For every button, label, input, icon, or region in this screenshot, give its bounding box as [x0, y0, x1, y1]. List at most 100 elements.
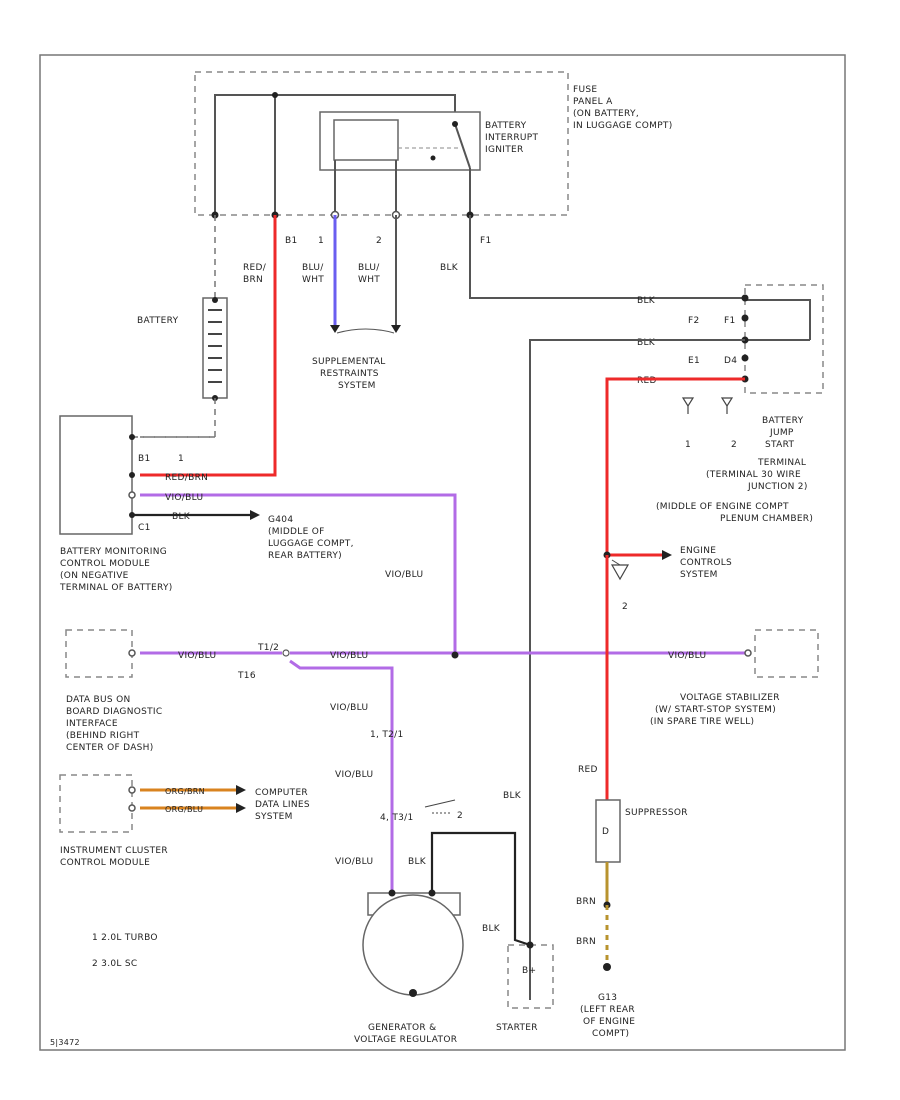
vio-vert3: VIO/BLU — [335, 857, 373, 867]
pin-2-label: 2 — [376, 236, 382, 246]
svg-text:GENERATOR &: GENERATOR & — [368, 1023, 436, 1033]
jump-start-terminal-box — [744, 284, 824, 394]
svg-text:PLENUM CHAMBER): PLENUM CHAMBER) — [720, 514, 813, 524]
brn1-label: BRN — [576, 897, 596, 907]
brn2-label: BRN — [576, 937, 596, 947]
wire-red-brn — [140, 215, 277, 477]
svg-text:INSTRUMENT CLUSTER: INSTRUMENT CLUSTER — [60, 846, 168, 856]
svg-text:COMPT): COMPT) — [592, 1029, 629, 1039]
ground-g404 — [250, 510, 260, 520]
engine-num: 2 — [622, 602, 628, 612]
bmcm-wire1-label: RED/BRN — [165, 473, 208, 483]
wire-blk-top — [469, 215, 745, 299]
svg-text:IGNITER: IGNITER — [485, 145, 524, 155]
fuse-panel-label: FUSE PANEL A (ON BATTERY, IN LUGGAGE COM… — [573, 85, 672, 131]
starter-b-plus: B+ — [522, 966, 536, 976]
jump-start-label: BATTERY JUMP START TERMINAL (TERMINAL 30… — [656, 416, 813, 524]
svg-text:INTERFACE: INTERFACE — [66, 719, 118, 729]
t16-label: T16 — [237, 671, 256, 681]
svg-text:CONTROL MODULE: CONTROL MODULE — [60, 858, 150, 868]
instrument-cluster-label: INSTRUMENT CLUSTER CONTROL MODULE — [60, 846, 168, 868]
svg-text:TERMINAL: TERMINAL — [757, 458, 806, 468]
g404-label: G404 (MIDDLE OF LUGGAGE COMPT, REAR BATT… — [268, 515, 353, 561]
svg-text:(BEHIND RIGHT: (BEHIND RIGHT — [66, 731, 140, 741]
data-bus-label: DATA BUS ON BOARD DIAGNOSTIC INTERFACE (… — [66, 695, 162, 753]
svg-text:WHT: WHT — [302, 275, 324, 285]
svg-text:WHT: WHT — [358, 275, 380, 285]
svg-text:1: 1 — [685, 440, 691, 450]
svg-text:DATA BUS ON: DATA BUS ON — [66, 695, 131, 705]
svg-text:2 3.0L SC: 2 3.0L SC — [92, 959, 137, 969]
suppressor-d: D — [602, 827, 609, 837]
igniter-element — [333, 119, 399, 161]
pin-e1: E1 — [688, 356, 700, 366]
svg-text:JUNCTION 2): JUNCTION 2) — [747, 482, 808, 492]
wire-blk-generator — [430, 831, 531, 947]
engine-controls-label: ENGINE CONTROLS SYSTEM — [680, 546, 732, 580]
wire-red-jump — [605, 377, 745, 555]
svg-text:COMPUTER: COMPUTER — [255, 788, 308, 798]
svg-text:(W/ START-STOP SYSTEM): (W/ START-STOP SYSTEM) — [655, 705, 776, 715]
bmcm-wire3-label: BLK — [172, 512, 191, 522]
wire-red-brn-label: RED/ BRN — [243, 263, 267, 285]
figure-code: 5|3472 — [50, 1038, 80, 1047]
svg-text:CONTROLS: CONTROLS — [680, 558, 732, 568]
svg-text:(IN SPARE TIRE WELL): (IN SPARE TIRE WELL) — [650, 717, 754, 727]
databus-wire1-label: VIO/BLU — [178, 651, 216, 661]
t3-label: 4, T3/1 — [380, 813, 414, 823]
svg-text:VOLTAGE STABILIZER: VOLTAGE STABILIZER — [680, 693, 780, 703]
svg-text:(MIDDLE OF ENGINE COMPT: (MIDDLE OF ENGINE COMPT — [656, 502, 789, 512]
svg-text:2: 2 — [731, 440, 737, 450]
pin-b1-label: B1 — [285, 236, 298, 246]
svg-text:BRN: BRN — [243, 275, 263, 285]
igniter-switch — [454, 123, 471, 169]
srs-label: SUPPLEMENTAL RESTRAINTS SYSTEM — [312, 357, 385, 391]
svg-text:1 2.0L TURBO: 1 2.0L TURBO — [92, 933, 158, 943]
databus-pin-label: T1/2 — [257, 643, 279, 653]
svg-text:OF ENGINE: OF ENGINE — [583, 1017, 635, 1027]
ic-wire2-label: ORG/BLU — [165, 805, 203, 814]
t2-label: 1, T2/1 — [370, 730, 404, 740]
svg-text:FUSE: FUSE — [573, 85, 597, 95]
svg-text:VOLTAGE REGULATOR: VOLTAGE REGULATOR — [354, 1035, 457, 1045]
svg-text:(ON BATTERY,: (ON BATTERY, — [573, 109, 639, 119]
wire-blk-starter-main — [529, 339, 745, 1000]
pin-after-t3: 2 — [457, 811, 463, 821]
svg-text:BLU/: BLU/ — [358, 263, 380, 273]
bmcm-label: BATTERY MONITORING CONTROL MODULE (ON NE… — [59, 547, 173, 593]
svg-text:ENGINE: ENGINE — [680, 546, 716, 556]
bmcm-wire2-label: VIO/BLU — [165, 493, 203, 503]
wire-blk-top-label: BLK — [440, 263, 459, 273]
svg-text:BOARD DIAGNOSTIC: BOARD DIAGNOSTIC — [66, 707, 162, 717]
computer-data-label: COMPUTER DATA LINES SYSTEM — [255, 788, 310, 822]
battery-label: BATTERY — [137, 316, 179, 326]
vio-blu-mid-label: VIO/BLU — [385, 570, 423, 580]
engine-fuse-symbol — [610, 564, 630, 581]
vio-vert2: VIO/BLU — [335, 770, 373, 780]
blk-starter-b: BLK — [482, 924, 501, 934]
starter-label: STARTER — [496, 1023, 538, 1033]
bmcm-pin-1: 1 — [178, 454, 184, 464]
svg-text:DATA LINES: DATA LINES — [255, 800, 310, 810]
wire-vio-blu-bmcm — [140, 493, 457, 655]
pin-1-label: 1 — [318, 236, 324, 246]
svg-text:(ON NEGATIVE: (ON NEGATIVE — [60, 571, 129, 581]
fuse-panel-bus — [214, 94, 456, 215]
generator-label: GENERATOR & VOLTAGE REGULATOR — [354, 1023, 457, 1045]
battery-interrupt-label: BATTERY INTERRUPT IGNITER — [485, 121, 538, 155]
blk-starter-a: BLK — [503, 791, 522, 801]
svg-text:START: START — [765, 440, 794, 450]
svg-text:RED/: RED/ — [243, 263, 267, 273]
svg-text:PANEL A: PANEL A — [573, 97, 613, 107]
svg-text:TERMINAL OF BATTERY): TERMINAL OF BATTERY) — [59, 583, 173, 593]
svg-text:BATTERY MONITORING: BATTERY MONITORING — [60, 547, 167, 557]
data-bus-box — [65, 629, 133, 678]
svg-text:(LEFT REAR: (LEFT REAR — [580, 1005, 635, 1015]
svg-text:REAR BATTERY): REAR BATTERY) — [268, 551, 342, 561]
voltage-stabilizer-box — [754, 629, 819, 678]
svg-text:BATTERY: BATTERY — [762, 416, 804, 426]
suppressor-label: SUPPRESSOR — [625, 808, 688, 818]
svg-text:INTERRUPT: INTERRUPT — [485, 133, 538, 143]
svg-text:G404: G404 — [268, 515, 293, 525]
ground-g13 — [603, 963, 611, 971]
